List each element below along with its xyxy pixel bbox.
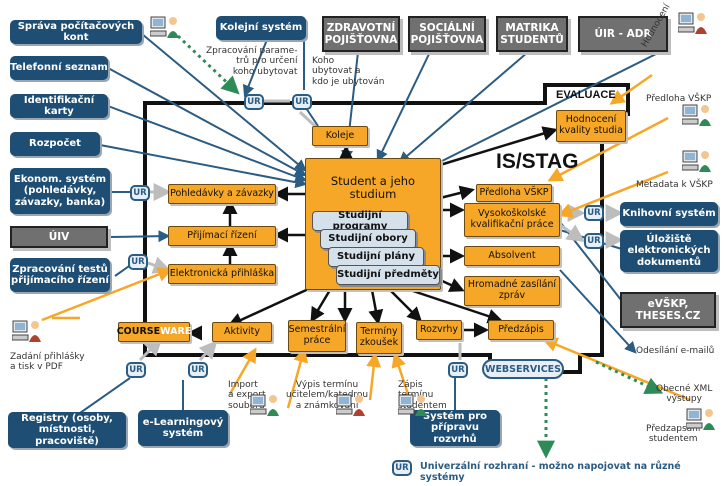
note-xml-vystupy: Obecné XML výstupy [656,384,713,405]
sub-studijni-predmety[interactable]: Studijní předměty [336,265,440,285]
knihovni-system[interactable]: Knihovní systém [620,202,718,226]
sub-studijni-programy[interactable]: Studijní programy [312,210,408,232]
ur-badge[interactable]: UR [244,94,264,110]
coursware-course-text: COURSE [116,325,161,337]
registry-system[interactable]: Registry (osoby, místnosti, pracoviště) [8,412,126,448]
module-predzapis[interactable]: Předzápis [488,320,554,340]
evaluace-label: EVALUACE [556,89,616,101]
student-label: Student a jeho studium [330,174,416,202]
module-aktivity[interactable]: Aktivity [212,322,272,342]
note-zapis-terminu: Zápis termínu studentem [398,380,447,411]
uiv[interactable]: ÚIV [10,226,108,248]
user-computer-icon [678,12,707,34]
module-terminy-zkousek[interactable]: Termíny zkoušek [356,322,402,354]
evskp-theses[interactable]: eVŠKP, THESES.CZ [620,292,716,328]
note-odesilani-emailu: Odesílání e-mailů [636,346,715,356]
user-computer-icon [686,408,715,430]
module-rozvrhy[interactable]: Rozvrhy [416,320,462,340]
uir-adr[interactable]: ÚIR - ADR [578,16,668,52]
module-hodnoceni-kvality[interactable]: Hodnocení kvality studia [556,110,626,142]
user-computer-icon [250,394,279,416]
sub-studijni-plany[interactable]: Studijní plány [328,247,424,267]
module-vskp-prace[interactable]: Vysokoškolské kvalifikační práce [464,203,560,237]
coursware-ware-text: WARE [160,325,192,337]
legend-text: Univerzální rozhraní - možno napojovat n… [420,461,681,483]
uloziste-system[interactable]: Úložiště elektronických dokumentů [620,230,718,272]
user-computer-icon [336,394,365,416]
ekonom-system[interactable]: Ekonom. systém (pohledávky, závazky, ban… [10,168,110,214]
module-koleje[interactable]: Koleje [312,126,368,146]
note-koho-ubytovat: Koho ubytovat a kdo je ubytován [312,56,385,87]
ur-badge[interactable]: UR [188,362,208,378]
socialni-pojistovna[interactable]: SOCIÁLNÍ POJIŠŤOVNA [408,16,486,52]
system-title: IS/STAG [496,150,579,173]
zpracovani-testu-system[interactable]: Zpracování testů přijímacího řízení [10,258,110,292]
note-zpracovani-parametru: Zpracování parame- trů pro určení koho u… [206,46,298,77]
note-zadani-prihlasky: Zadání přihlášky a tisk v PDF [10,352,85,373]
sub-studijni-obory[interactable]: Studijní obory [320,229,416,249]
module-pohledavky[interactable]: Pohledávky a závazky [168,184,276,204]
ur-badge[interactable]: UR [448,362,468,378]
kolejni-system[interactable]: Kolejní systém [216,16,306,40]
ur-badge[interactable]: UR [130,185,150,201]
module-elektronicka-prihlaska[interactable]: Elektronická přihláška [168,264,276,284]
elearning-system[interactable]: e-Learningový systém [138,410,228,446]
ur-badge[interactable]: UR [128,254,148,270]
ur-badge[interactable]: UR [584,205,604,221]
user-computer-icon [398,394,427,416]
note-predloha-vskp: Předloha VŠKP [646,94,712,104]
module-semestralni-prace[interactable]: Semestrální práce [288,320,346,352]
matrika-studentu[interactable]: MATRIKA STUDENTŮ [496,16,568,52]
module-hromadne-zasilani[interactable]: Hromadné zasílání zpráv [464,276,560,306]
user-computer-icon [682,150,711,172]
user-computer-icon [12,320,41,342]
ur-badge[interactable]: UR [292,94,312,110]
zdravotni-pojistovna[interactable]: ZDRAVOTNÍ POJIŠŤOVNA [322,16,400,52]
legend-ur-badge: UR [392,460,412,476]
user-computer-icon [682,104,711,126]
user-computer-icon [150,16,179,38]
rozvrh-system[interactable]: Systém pro přípravu rozvrhů [410,410,500,446]
note-vypis-terminu: Výpis termínu učitelem/katedrou a známko… [286,380,369,411]
note-metadata-vskp: Metadata k VŠKP [636,180,713,190]
telefonni-seznam-system[interactable]: Telefonní seznam [10,56,108,80]
ur-badge[interactable]: UR [126,362,146,378]
module-prijimaci-rizeni[interactable]: Přijímací řízení [168,226,276,246]
identifikacni-karty-system[interactable]: Identifikační karty [10,94,108,118]
ur-badge[interactable]: UR [584,233,604,249]
module-predloha-vskp[interactable]: Předloha VŠKP [476,184,552,202]
sprava-kont-system[interactable]: Správa počítačových kont [10,20,142,44]
module-absolvent[interactable]: Absolvent [464,246,560,266]
webservices-badge[interactable]: WEBSERVICES [482,359,564,379]
rozpocet-system[interactable]: Rozpočet [10,132,100,156]
note-predzapsani: Předzapsaní studentem [646,424,701,445]
